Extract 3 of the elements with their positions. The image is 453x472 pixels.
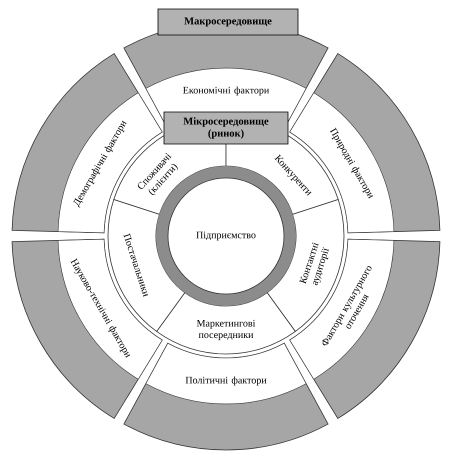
label-box: Макросередовище (158, 8, 298, 36)
label-box: Мікросередовище (ринок) (164, 112, 288, 144)
ring-segment: Маркетингові посередники (156, 292, 296, 354)
